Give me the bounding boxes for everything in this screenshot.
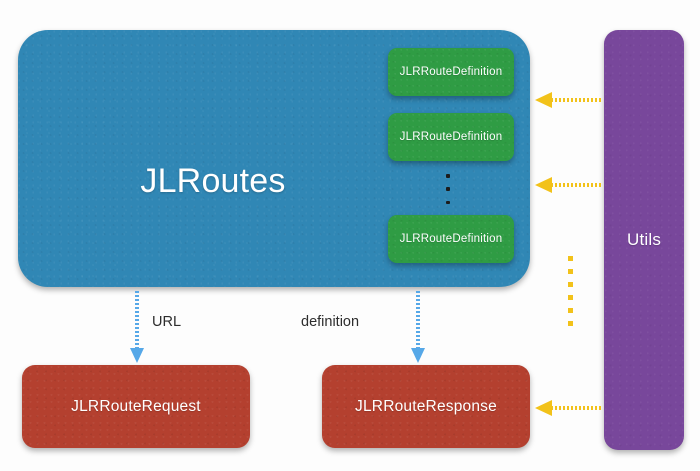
- arrow-utils-3-shaft: [551, 406, 603, 410]
- arrow-utils-to-jlroutes-icon: [535, 177, 603, 193]
- edge-label-url: URL: [152, 314, 182, 330]
- arrow-url-icon: [130, 291, 144, 363]
- node-route-definition-2[interactable]: JLRRouteDefinition: [388, 113, 514, 161]
- arrow-utils-3-head: [535, 400, 552, 416]
- node-route-definition-3[interactable]: JLRRouteDefinition: [388, 215, 514, 263]
- vertical-ellipsis-icon: [444, 174, 452, 204]
- node-route-definition-1[interactable]: JLRRouteDefinition: [388, 48, 514, 96]
- node-route-request[interactable]: JLRRouteRequest: [22, 365, 250, 448]
- arrow-definition-icon: [411, 291, 425, 363]
- arrow-utils-2-head: [535, 177, 552, 193]
- arrow-url-head: [130, 348, 144, 363]
- node-utils[interactable]: Utils: [604, 30, 684, 450]
- arrow-utils-1-head: [535, 92, 552, 108]
- arrow-utils-to-response-icon: [535, 400, 603, 416]
- edge-label-definition: definition: [301, 314, 360, 330]
- node-jlroutes-label: JLRoutes: [140, 162, 286, 200]
- arrow-definition-head: [411, 348, 425, 363]
- arrow-definition-shaft: [416, 291, 420, 349]
- arrow-utils-to-definition-icon: [535, 92, 603, 108]
- utils-vertical-connector: [568, 256, 573, 328]
- arrow-utils-1-shaft: [551, 98, 603, 102]
- node-route-response[interactable]: JLRRouteResponse: [322, 365, 530, 448]
- arrow-utils-2-shaft: [551, 183, 603, 187]
- arrow-url-shaft: [135, 291, 139, 349]
